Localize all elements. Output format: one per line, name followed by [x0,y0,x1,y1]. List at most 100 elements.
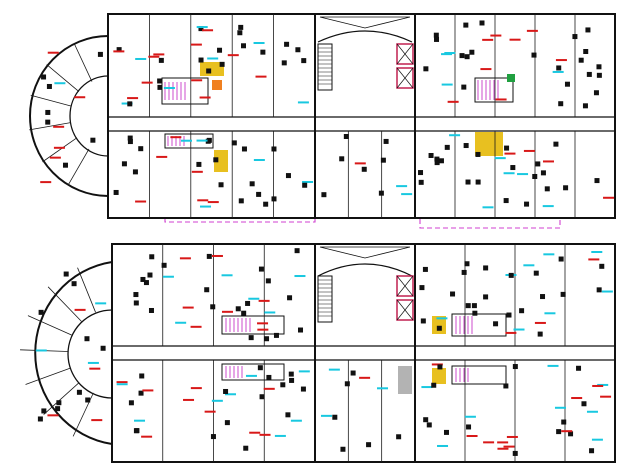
column-mark [55,406,61,412]
column-mark [568,431,574,437]
column-mark [237,30,243,36]
column-mark [266,374,272,380]
column-mark [158,57,164,63]
fixture-red-mark [592,384,604,387]
fixture-red-mark [89,367,101,370]
column-mark [321,192,327,198]
column-mark [37,416,43,422]
column-mark [271,146,277,152]
fixture-red-mark [113,50,125,53]
column-mark [248,335,254,341]
fixture-red-mark [359,376,371,379]
fixture-red-mark [257,322,269,325]
room-partition [42,137,78,163]
column-mark [264,336,270,342]
room-partition [47,286,82,322]
fixture-red-mark [466,435,478,438]
column-mark [300,386,306,392]
column-mark [558,101,564,107]
room-partition [67,148,90,186]
lift-icon [396,43,414,89]
fixture-cyan-mark [253,42,265,45]
fixture-red-mark [431,363,443,366]
fixture-cyan-mark [302,181,314,184]
column-mark [295,47,301,53]
column-mark [426,422,432,428]
fixture-red-mark [490,34,502,37]
fixture-red-mark [571,397,583,400]
fixture-cyan-mark [95,302,107,305]
fixture-red-mark [53,125,65,128]
lower-lobby-truss [319,246,411,259]
column-mark [465,303,471,309]
column-mark [84,336,90,342]
upper-lobby-truss [319,16,411,29]
column-mark [419,285,425,291]
fixture-red-mark [40,181,52,184]
fixture-cyan-mark [200,205,212,208]
lower-fixture-marks [35,248,613,456]
fixture-red-mark [135,200,147,203]
column-mark [540,294,546,300]
upper-lobby-arc [317,30,413,43]
column-mark [133,300,139,306]
column-mark [206,253,212,259]
column-mark [128,400,134,406]
column-mark [544,186,550,192]
fixture-red-mark [503,445,515,448]
fixture-cyan-mark [290,419,302,422]
lower-floor-plan [20,243,616,463]
column-mark [133,292,139,298]
column-mark [434,156,440,162]
fixture-cyan-mark [297,101,309,104]
room-partition [27,315,72,336]
column-mark [422,266,428,272]
column-mark [361,166,367,172]
column-mark [532,173,538,179]
fixture-cyan-mark [597,383,609,386]
column-mark [472,310,478,316]
column-mark [213,157,219,163]
column-mark [258,266,264,272]
fixture-red-mark [74,96,86,99]
column-mark [459,53,465,59]
fixture-red-mark [263,387,275,390]
column-mark [433,32,439,38]
column-mark [483,294,489,300]
column-mark [599,263,605,269]
fixture-red-mark [74,308,86,311]
column-mark [537,331,543,337]
fixture-cyan-mark [494,157,506,160]
column-mark [512,364,518,370]
column-mark [249,181,255,187]
fixture-red-mark [483,441,495,444]
column-mark [231,140,237,146]
column-mark [428,153,434,159]
room-partition [30,94,72,107]
stair-icon [317,275,333,323]
fixture-red-mark [258,299,270,302]
column-mark [556,65,562,71]
fixture-red-mark [257,328,269,331]
lower-lift-1 [396,275,414,297]
column-mark [438,158,444,164]
column-mark [560,291,566,297]
column-mark [280,382,286,388]
lower-lobby-arc [317,263,413,277]
fixture-cyan-mark [298,370,310,373]
column-mark [271,196,277,202]
column-mark [235,306,241,312]
column-mark [298,327,304,333]
column-mark [463,143,469,149]
fixture-red-mark [249,431,261,434]
fixture-red-mark [182,306,194,309]
column-mark [461,269,467,275]
fixture-cyan-mark [121,102,133,105]
column-mark [97,51,103,57]
lower-lift-2 [396,299,414,321]
stair-icon [317,43,333,91]
fixture-red-mark [207,201,219,204]
lift-icon [396,275,414,321]
column-mark [563,185,569,191]
fixture-cyan-mark [544,312,556,315]
